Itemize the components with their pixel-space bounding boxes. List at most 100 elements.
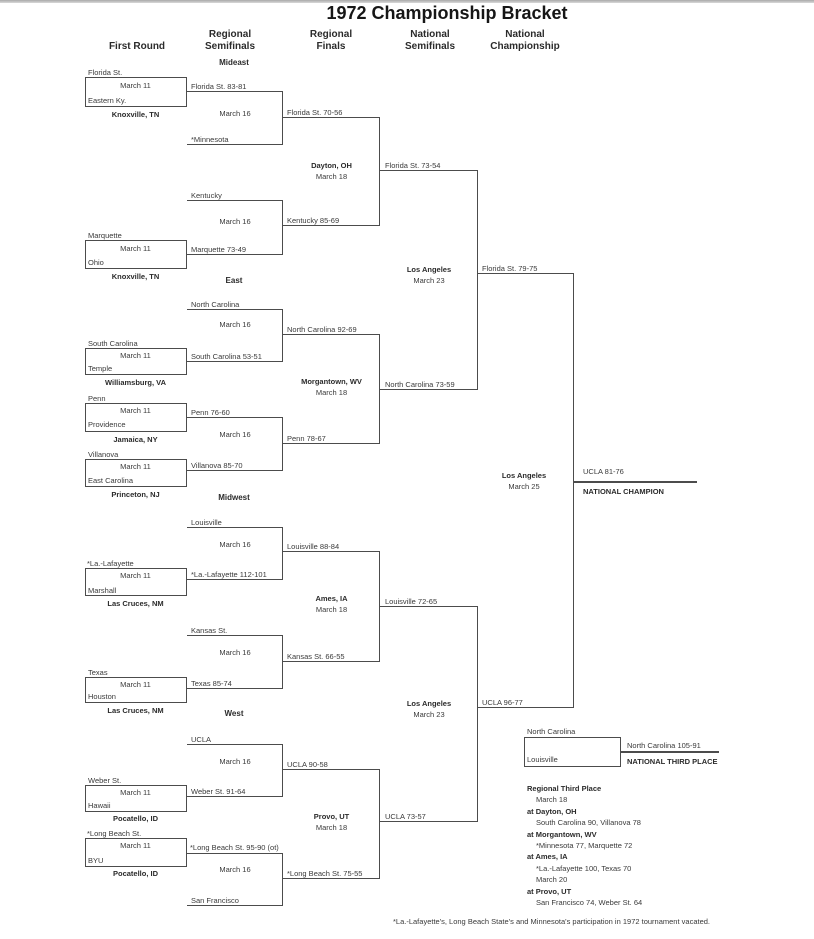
third-place-score: North Carolina 105-91	[627, 741, 701, 750]
result-line: South Carolina 90, Villanova 78	[536, 818, 641, 828]
region-label-east: East	[225, 276, 243, 285]
semifinal-bracket	[187, 200, 283, 255]
third-place-label: NATIONAL THIRD PLACE	[627, 757, 718, 766]
champion-score: UCLA 81-76	[583, 467, 624, 476]
result-line: March 18	[536, 795, 568, 805]
result-line: at Provo, UT	[527, 886, 572, 896]
team-name: Penn	[88, 394, 106, 403]
game-date: March 18	[315, 172, 348, 181]
result-line: *La.-Lafayette 100, Texas 70	[536, 863, 632, 873]
round-header-first-round: First Round	[108, 41, 166, 52]
team-name: East Carolina	[88, 476, 134, 485]
advancing-team: *La.-Lafayette 112-101	[191, 570, 267, 579]
advancing-team: UCLA 96-77	[482, 698, 523, 707]
semifinal-bracket	[187, 309, 283, 362]
advancing-team: Kentucky 85-69	[287, 216, 340, 225]
advancing-team: Texas 85-74	[191, 679, 232, 688]
team-name: Texas	[88, 668, 108, 677]
advancing-team: South Carolina 53-51	[191, 352, 262, 361]
team-name: Eastern Ky.	[88, 96, 127, 105]
game-date: March 25	[508, 482, 540, 491]
team-name: Temple	[88, 364, 113, 373]
team-name: Villanova	[88, 450, 119, 459]
game-date: March 11	[120, 351, 151, 360]
semifinal-bracket	[187, 853, 283, 906]
result-line: *Minnesota 77, Marquette 72	[536, 841, 633, 851]
advancing-team: North Carolina 73-59	[385, 380, 455, 389]
game-date: March 11	[120, 680, 151, 689]
game-date: March 16	[219, 540, 251, 549]
advancing-team: Penn 76-60	[191, 408, 230, 417]
first-round-box	[85, 240, 187, 269]
game-date: March 18	[315, 823, 348, 832]
result-line: at Dayton, OH	[527, 806, 577, 816]
first-round-box	[85, 459, 187, 487]
game-date: March 18	[315, 605, 348, 614]
result-line: at Ames, IA	[527, 852, 568, 862]
team-name: Kentucky	[191, 191, 222, 200]
semifinal-bracket	[187, 635, 283, 689]
team-name: Louisville	[191, 518, 222, 527]
region-label-midwest: Midwest	[218, 493, 250, 502]
team-name: *La.-Lafayette	[87, 559, 134, 568]
game-site: Las Cruces, NM	[107, 706, 164, 715]
advancing-team: Florida St. 73-54	[385, 161, 441, 170]
game-date: March 23	[413, 710, 445, 719]
regional-final-bracket	[283, 334, 380, 444]
game-date: March 18	[315, 388, 348, 397]
advancing-team: UCLA 73-57	[385, 812, 426, 821]
page-title: 1972 Championship Bracket	[326, 3, 568, 23]
regional-third-place-block: Regional Third Place March 18 at Dayton,…	[527, 783, 642, 908]
national-semifinal-bracket	[380, 170, 478, 390]
first-round-box	[85, 785, 187, 812]
regional-final-bracket	[283, 117, 380, 226]
advancing-team: UCLA 90-58	[287, 760, 328, 769]
game-site: Knoxville, TN	[111, 110, 160, 119]
game-date: March 11	[120, 841, 151, 850]
first-round-box	[85, 838, 187, 867]
game-site: Pocatello, ID	[112, 814, 158, 823]
game-date: March 16	[219, 648, 251, 657]
advancing-team: Florida St. 83-81	[191, 82, 247, 91]
semifinal-bracket	[187, 527, 283, 580]
game-date: March 11	[120, 244, 151, 253]
team-name: Hawaii	[88, 801, 111, 810]
advancing-team: Kansas St. 66-55	[287, 652, 345, 661]
advancing-team: Louisville 72-65	[385, 597, 438, 606]
game-date: March 16	[219, 320, 251, 329]
regional-final-bracket	[283, 769, 380, 879]
first-round-box	[85, 348, 187, 375]
game-site: Jamaica, NY	[113, 435, 158, 444]
team-name: Houston	[88, 692, 116, 701]
result-line: San Francisco 74, Weber St. 64	[536, 898, 643, 908]
round-header-regional-semifinals: Regional Semifinals	[204, 29, 256, 52]
game-date: March 11	[120, 571, 151, 580]
team-name: South Carolina	[88, 339, 138, 348]
game-site: Williamsburg, VA	[104, 378, 167, 387]
round-header-regional-finals: Regional Finals	[309, 29, 353, 52]
game-date: March 11	[120, 81, 151, 90]
round-header-national-championship: National Championship	[490, 29, 560, 52]
team-name: Providence	[88, 420, 126, 429]
team-name: Florida St.	[88, 68, 123, 77]
regional-final-bracket	[283, 551, 380, 662]
team-name: Weber St.	[88, 776, 122, 785]
team-name: North Carolina	[191, 300, 240, 309]
first-round-box	[85, 568, 187, 596]
game-date: March 16	[219, 757, 251, 766]
advancing-team: Marquette 73-49	[191, 245, 247, 254]
team-name: Ohio	[88, 258, 104, 267]
advancing-team: Villanova 85-70	[191, 461, 243, 470]
game-date: March 16	[219, 430, 251, 439]
region-label-west: West	[224, 709, 244, 718]
game-date: March 16	[219, 865, 251, 874]
footnote: *La.-Lafayette's, Long Beach State's and…	[393, 917, 710, 926]
game-site: Los Angeles	[406, 699, 452, 708]
result-line: March 20	[536, 875, 568, 885]
team-name: Kansas St.	[191, 626, 228, 635]
game-date: March 11	[120, 462, 151, 471]
game-site: Pocatello, ID	[112, 869, 158, 878]
team-name: Marquette	[88, 231, 122, 240]
round-header-national-semifinals: National Semifinals	[404, 29, 456, 52]
team-name: Louisville	[527, 755, 558, 764]
